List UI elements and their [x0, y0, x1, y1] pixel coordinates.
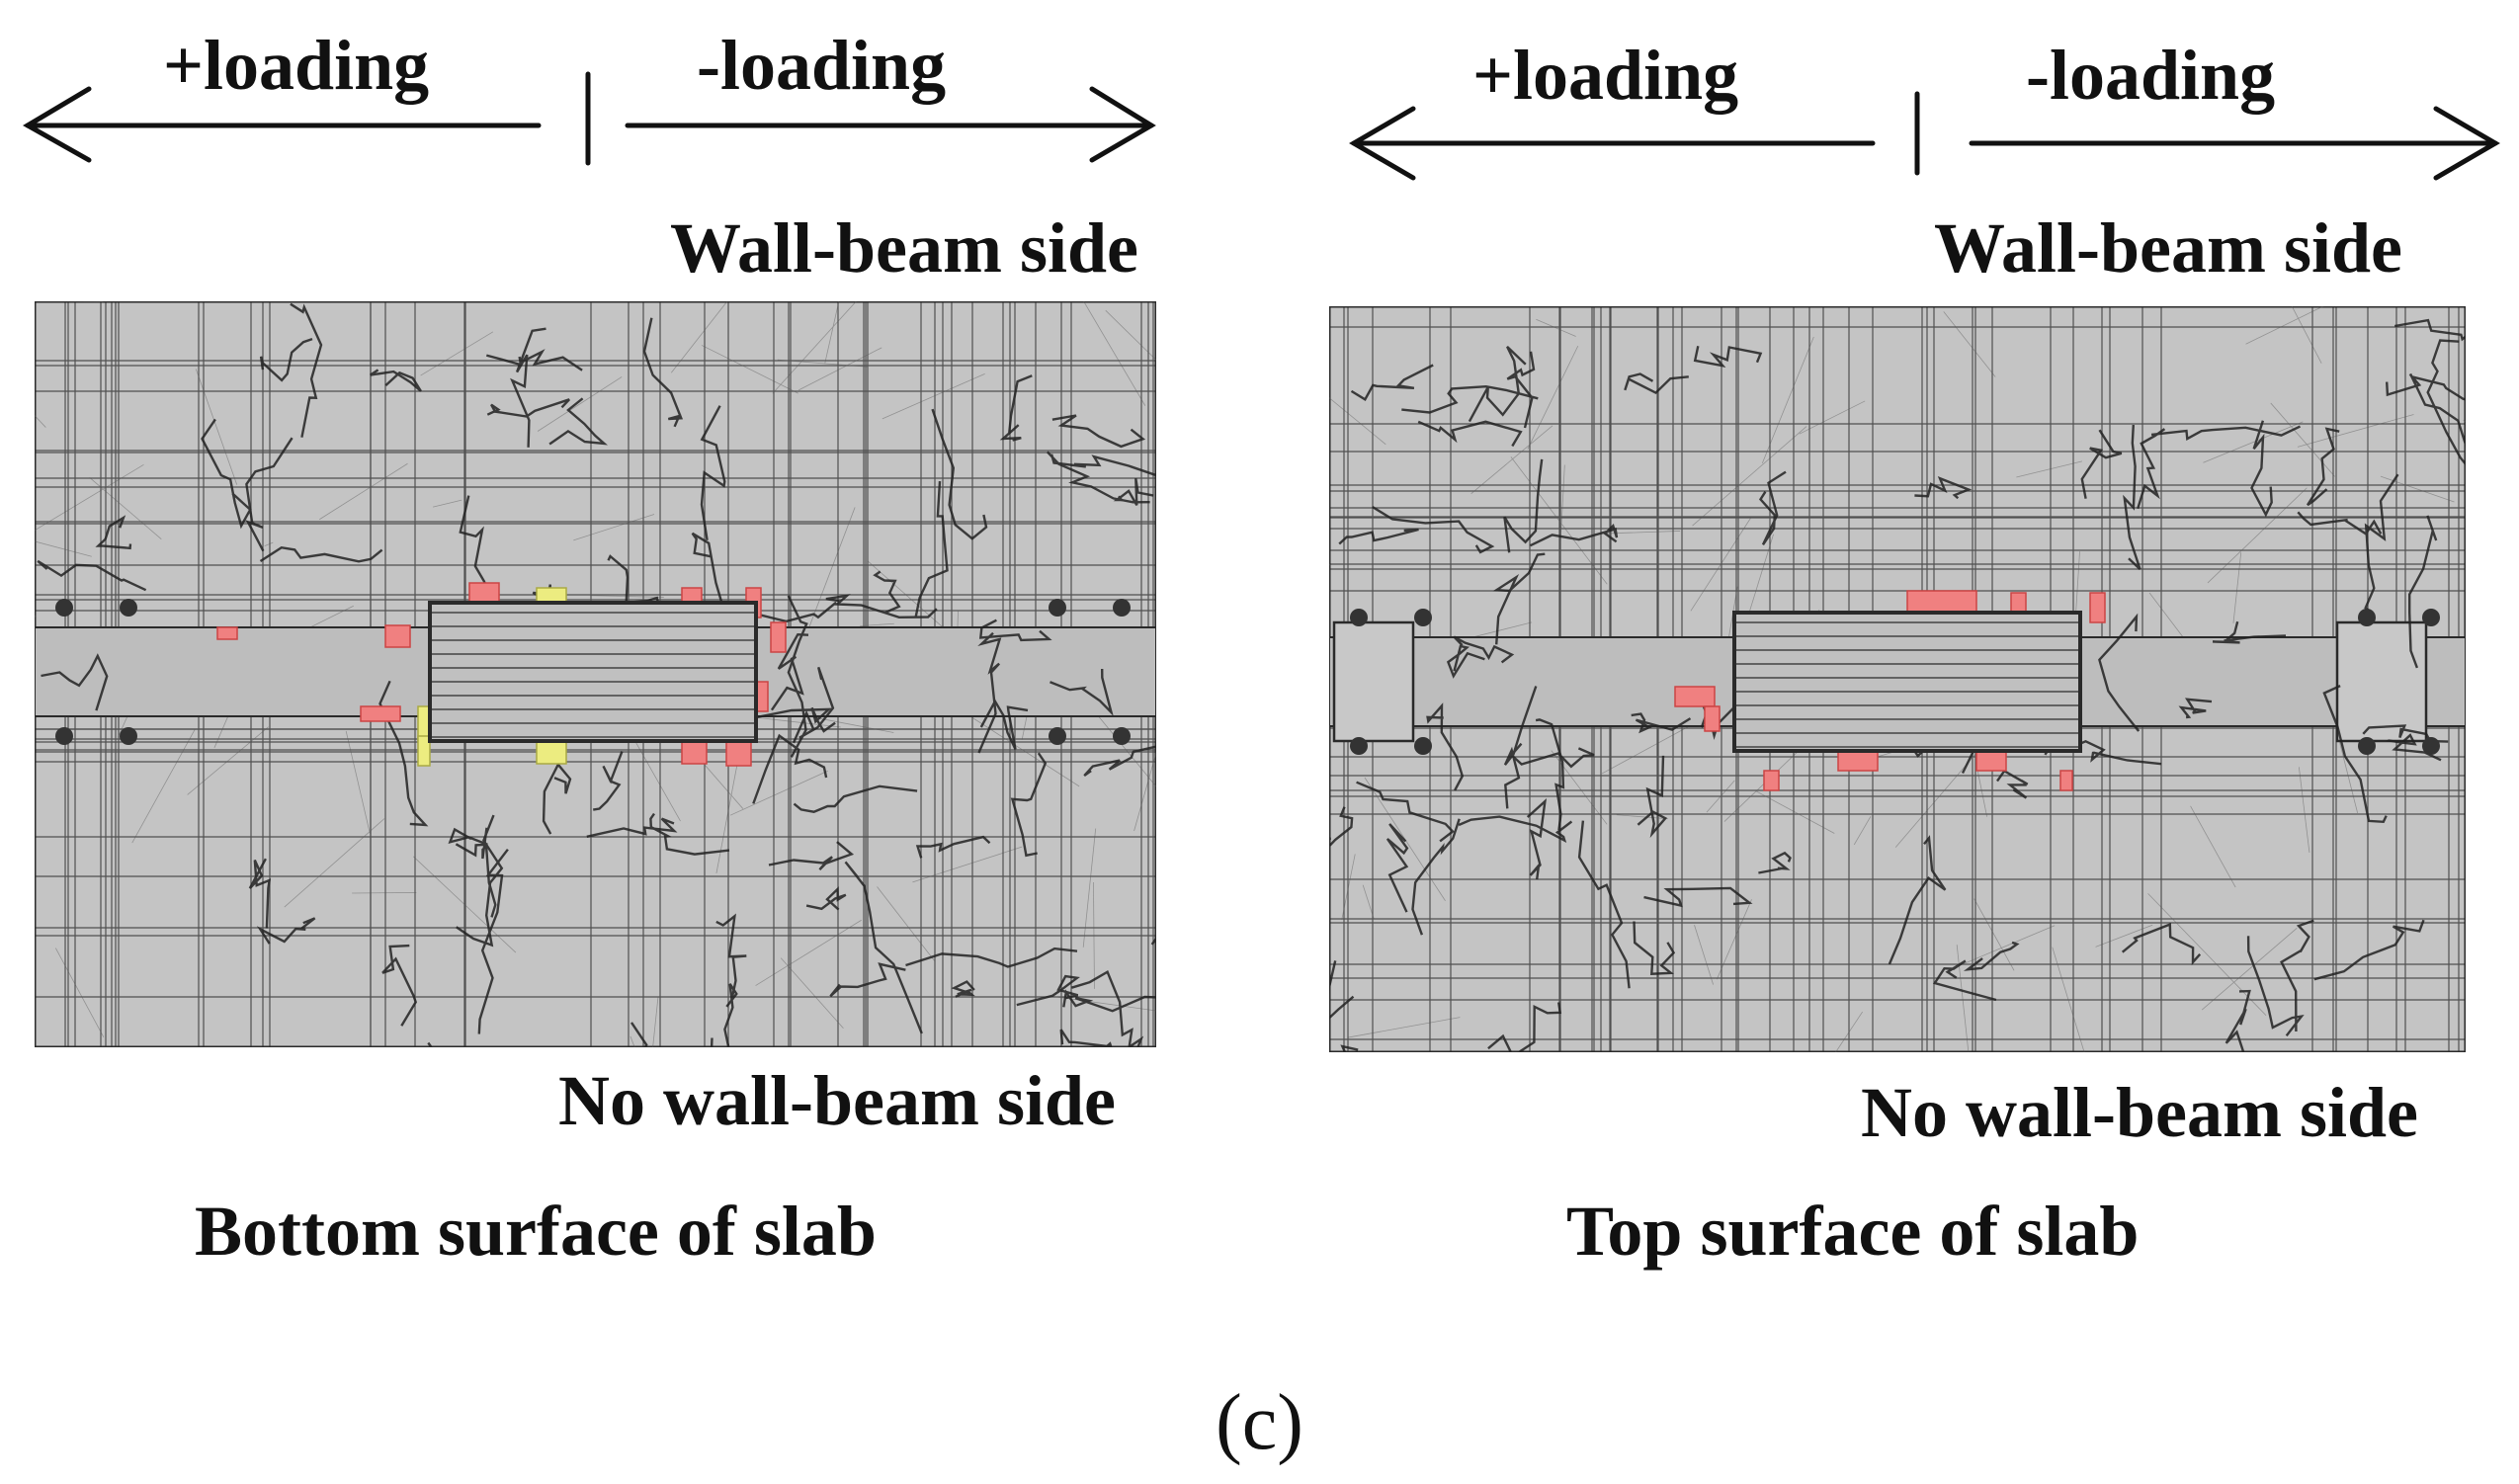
panel-top-surface: +loading -loading Wall-beam side No wall… — [1314, 0, 2519, 1314]
slab-crack-pattern — [35, 301, 1156, 1047]
damage-marker-red — [384, 624, 411, 648]
joint-mesh — [430, 612, 756, 738]
no-wall-beam-side-label: No wall-beam side — [1861, 1073, 2418, 1152]
plus-loading-label: +loading — [163, 26, 430, 105]
plus-loading-label: +loading — [1472, 36, 1739, 115]
panel-bottom-surface: +loading -loading Wall-beam side No wall… — [0, 0, 1260, 1314]
panel-caption: Top surface of slab — [1566, 1192, 2140, 1271]
right-arrowhead — [2433, 106, 2500, 181]
damage-marker-red — [770, 621, 787, 653]
minus-loading-label: -loading — [2026, 36, 2276, 115]
bolt-markers — [55, 599, 1131, 745]
damage-marker-red — [216, 626, 238, 640]
left-arrowhead — [1349, 106, 1416, 181]
panel-caption: Bottom surface of slab — [195, 1192, 877, 1271]
slab-crack-pattern — [1329, 306, 2466, 1052]
damage-marker-red — [1674, 686, 1716, 707]
beam-stub — [2335, 620, 2428, 743]
damage-marker-red — [2059, 770, 2073, 791]
left-arrowhead — [23, 86, 92, 163]
damage-marker-red — [1763, 770, 1780, 791]
damage-marker-red — [2010, 592, 2027, 614]
column-joint — [1732, 611, 2082, 753]
damage-marker-yellow — [417, 735, 431, 767]
wall-beam-side-label: Wall-beam side — [1934, 208, 2403, 288]
damage-marker-red — [1704, 705, 1721, 732]
beam-stub — [1332, 620, 1415, 743]
wall-beam-side-label: Wall-beam side — [670, 208, 1139, 288]
crack-lines — [37, 302, 1156, 1047]
bolt-markers — [1350, 609, 2440, 755]
joint-mesh — [1734, 621, 2080, 748]
column-joint — [428, 601, 758, 743]
right-arrowhead — [1089, 86, 1156, 163]
damage-marker-red — [2089, 592, 2106, 623]
damage-marker-red — [360, 705, 401, 722]
figure-label: (c) — [1216, 1379, 1303, 1466]
no-wall-beam-side-label: No wall-beam side — [558, 1061, 1116, 1140]
minus-loading-label: -loading — [697, 26, 947, 105]
